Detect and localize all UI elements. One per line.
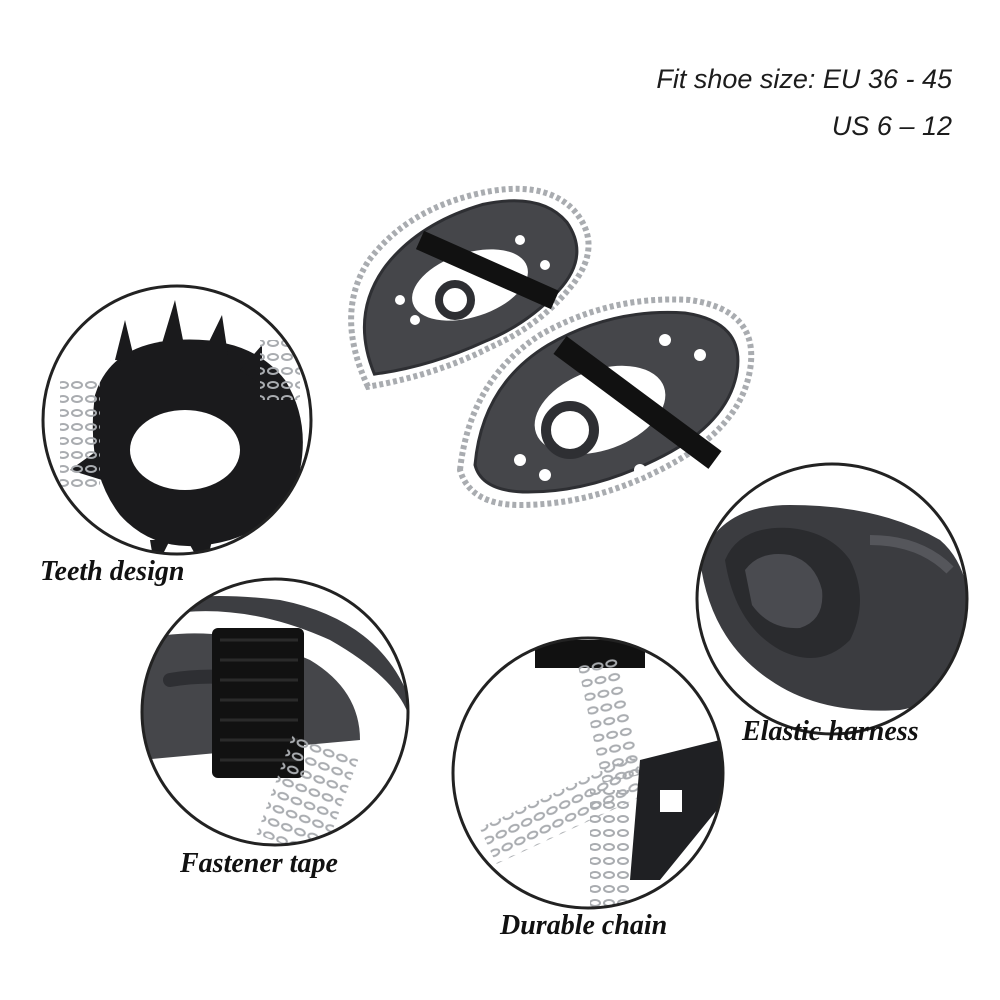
harness-detail-circle: [695, 462, 969, 736]
crampon-left: [348, 185, 592, 391]
elastic-harness-caption: Elastic harness: [742, 716, 919, 747]
fastener-detail-circle: [140, 577, 410, 847]
durable-chain-caption: Durable chain: [500, 910, 668, 941]
fastener-tape-caption: Fastener tape: [180, 848, 338, 879]
teeth-detail-circle: [41, 284, 313, 556]
crampon-right: [456, 296, 755, 509]
shoe-size-us: US 6 – 12: [831, 111, 952, 141]
chain-detail-circle: [451, 636, 725, 910]
teeth-design-caption: Teeth design: [40, 556, 185, 587]
shoe-size-eu: Fit shoe size: EU 36 - 45: [656, 64, 952, 94]
